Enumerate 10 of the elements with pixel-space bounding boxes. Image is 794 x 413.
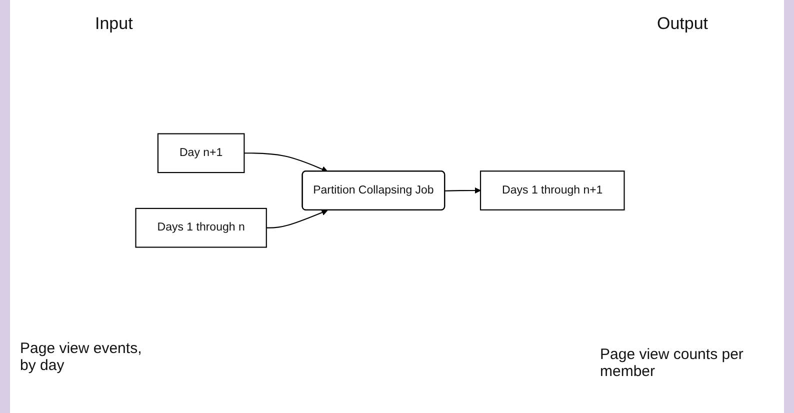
arrow [266,208,328,228]
node-box: Day n+1 [157,132,245,173]
node-box: Days 1 through n [135,207,267,248]
column-heading: Output [657,14,708,34]
arrow [244,152,328,172]
arrow [444,186,481,194]
note-text: Page view events, by day [20,340,143,374]
node-box: Days 1 through n+1 [480,170,625,210]
note-text: Page view counts per member [600,346,744,380]
column-heading: Input [95,14,133,34]
